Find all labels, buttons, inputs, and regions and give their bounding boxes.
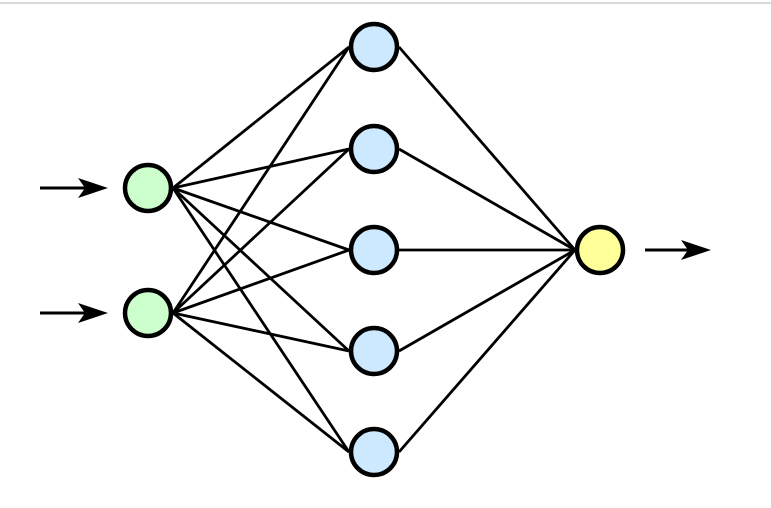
output-arrow-head [681, 240, 711, 260]
edge-input-node-2-to-hidden-node-1 [171, 46, 351, 314]
edge-input-node-2-to-hidden-node-4 [172, 311, 350, 353]
input-arrow-2-head [78, 303, 108, 323]
edge-input-node-2-to-hidden-node-3 [172, 248, 350, 315]
hidden-node-4 [348, 325, 400, 377]
edge-hidden-node-1-to-output-node-1 [397, 46, 577, 251]
edge-input-node-1-to-hidden-node-2 [172, 147, 350, 190]
hidden-node-3 [348, 224, 400, 276]
edge-hidden-node-2-to-output-node-1 [398, 147, 576, 252]
top-border-line [0, 2, 771, 4]
hidden-node-2 [348, 123, 400, 175]
input-arrow-1-head [78, 178, 108, 198]
edge-hidden-node-5-to-output-node-1 [397, 249, 577, 453]
edge-input-node-2-to-hidden-node-5 [172, 311, 350, 454]
input-node-1 [122, 162, 174, 214]
hidden-node-1 [348, 21, 400, 73]
edge-hidden-node-4-to-output-node-1 [398, 248, 576, 353]
edge-input-node-2-to-hidden-node-2 [172, 147, 350, 315]
output-node-1 [574, 224, 626, 276]
edge-input-node-1-to-hidden-node-5 [171, 187, 351, 453]
edge-input-node-1-to-hidden-node-1 [172, 45, 350, 190]
edge-input-node-1-to-hidden-node-4 [172, 186, 350, 353]
edge-input-node-1-to-hidden-node-3 [172, 186, 350, 252]
hidden-node-5 [348, 426, 400, 478]
input-node-2 [122, 287, 174, 339]
